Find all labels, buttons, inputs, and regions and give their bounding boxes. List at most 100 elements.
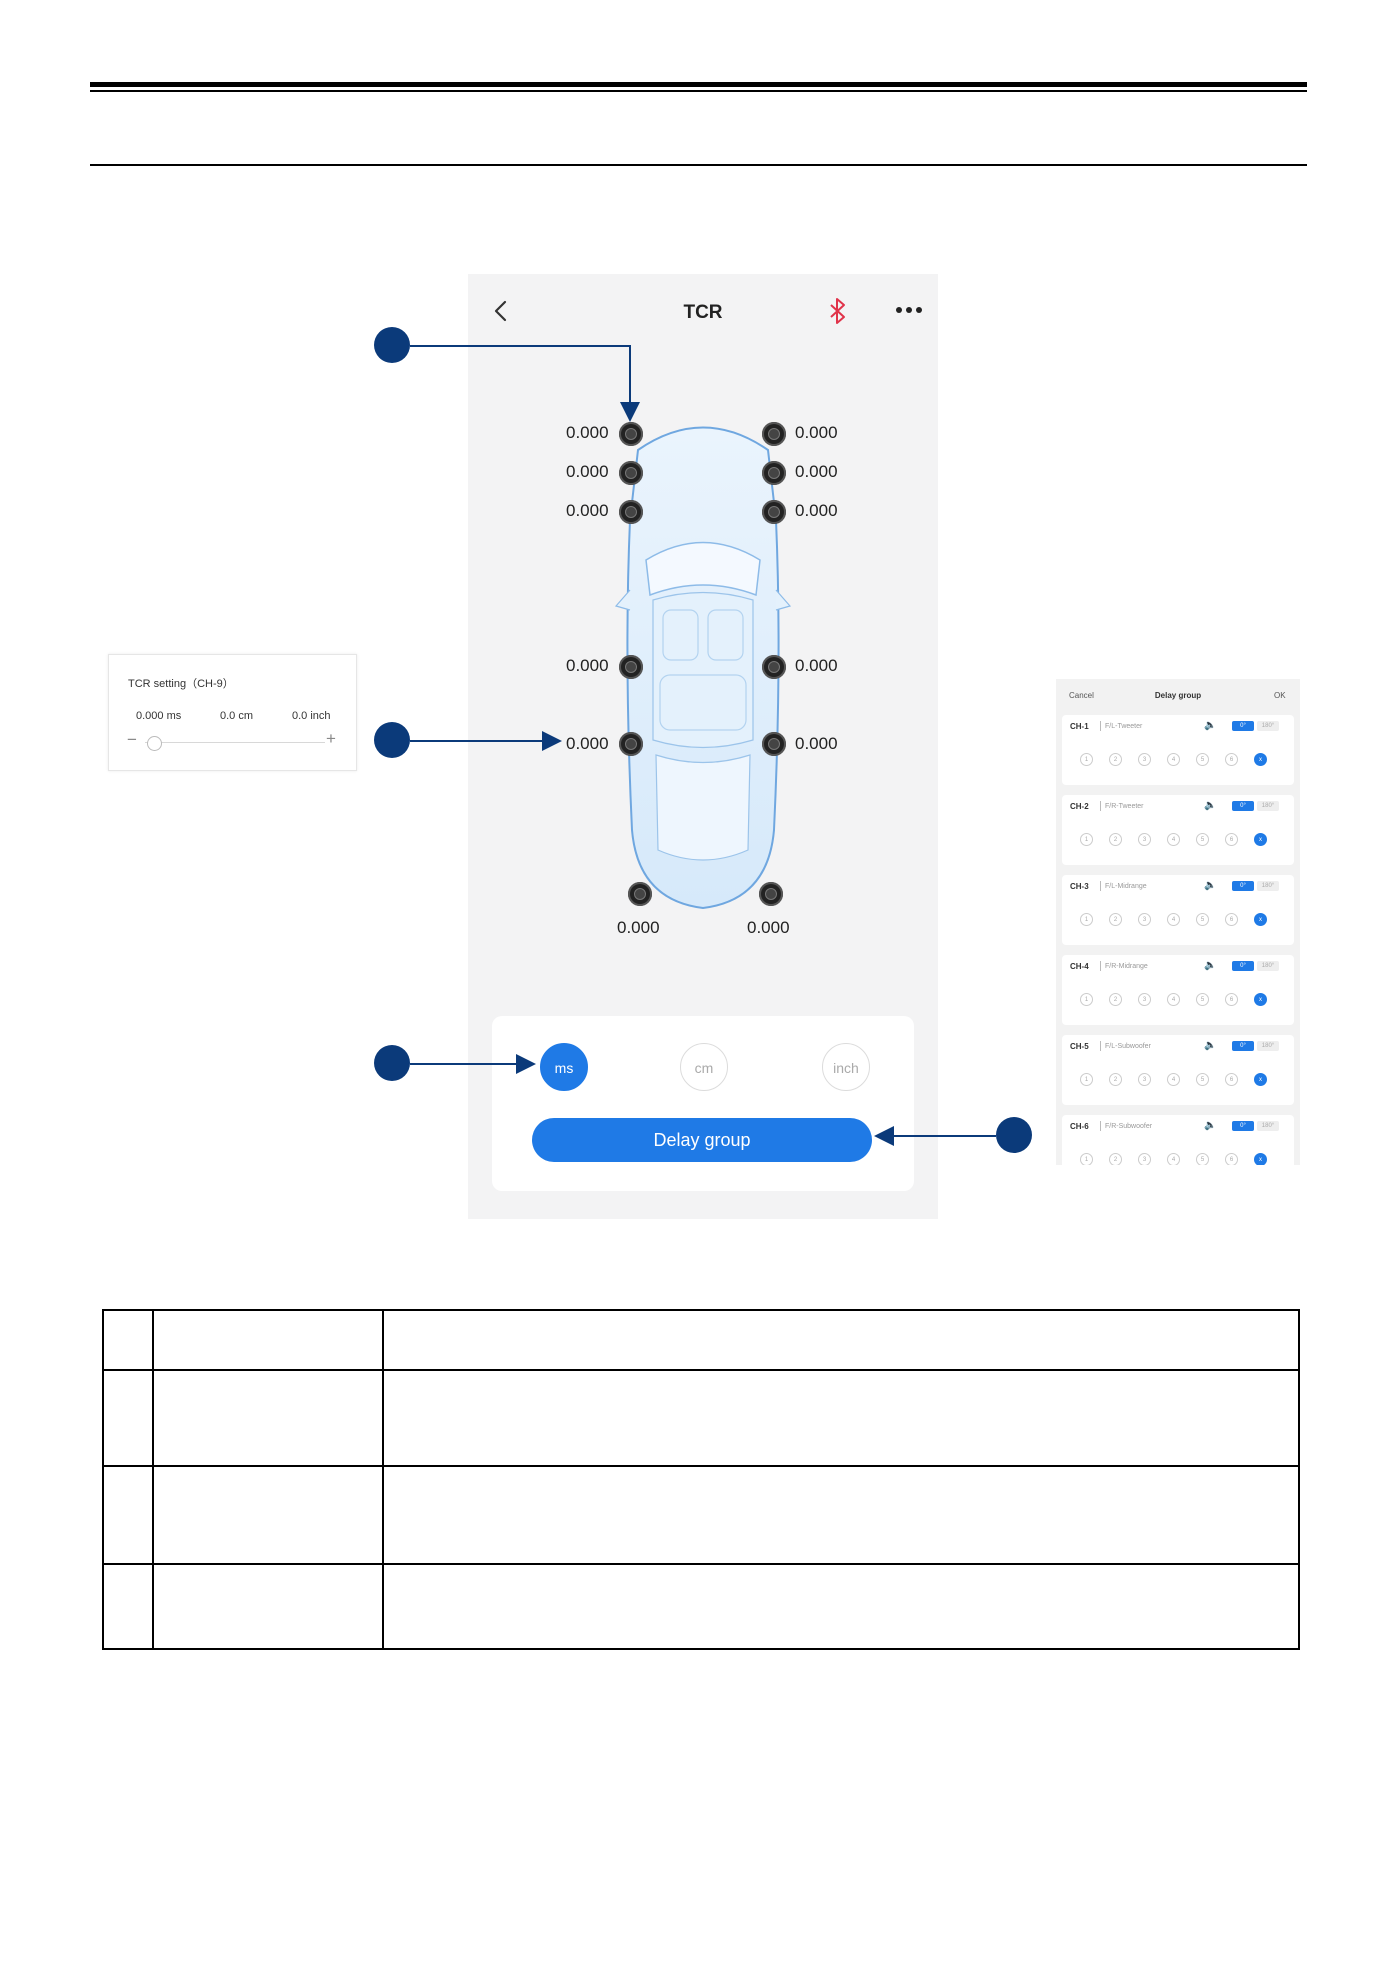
speaker-icon-left-1[interactable] xyxy=(619,422,643,446)
speaker-icon-left-3[interactable] xyxy=(619,500,643,524)
group-number-button[interactable]: 1 xyxy=(1080,833,1093,846)
unit-ms-button[interactable]: ms xyxy=(540,1043,588,1091)
speaker-icon-right-4[interactable] xyxy=(762,655,786,679)
tcr-setting-card: TCR setting（CH-9） 0.000 ms 0.0 cm 0.0 in… xyxy=(108,654,357,771)
phase-0-toggle[interactable]: 0° xyxy=(1232,961,1254,971)
phase-180-toggle[interactable]: 180° xyxy=(1257,881,1279,891)
group-number-button[interactable]: 4 xyxy=(1167,833,1180,846)
channel-name: F/L-Midrange xyxy=(1105,883,1147,890)
speaker-icon-left-2[interactable] xyxy=(619,461,643,485)
tcr-ms-value: 0.000 ms xyxy=(136,710,182,722)
group-number-button[interactable]: 5 xyxy=(1196,753,1209,766)
unit-inch-button[interactable]: inch xyxy=(822,1043,870,1091)
callout-marker-2 xyxy=(374,722,410,758)
group-number-button[interactable]: 2 xyxy=(1109,1073,1122,1086)
group-number-button[interactable]: 5 xyxy=(1196,1153,1209,1165)
group-number-button[interactable]: 5 xyxy=(1196,993,1209,1006)
group-number-button[interactable]: 4 xyxy=(1167,993,1180,1006)
group-number-button[interactable]: 3 xyxy=(1138,1153,1151,1165)
phase-0-toggle[interactable]: 0° xyxy=(1232,1121,1254,1131)
group-number-button[interactable]: x xyxy=(1254,1073,1267,1086)
speaker-volume-icon[interactable]: 🔈 xyxy=(1204,960,1217,971)
group-number-button[interactable]: 1 xyxy=(1080,753,1093,766)
slider-track[interactable] xyxy=(145,742,325,743)
phase-0-toggle[interactable]: 0° xyxy=(1232,801,1254,811)
group-number-button[interactable]: 3 xyxy=(1138,993,1151,1006)
group-number-button[interactable]: 6 xyxy=(1225,993,1238,1006)
group-number-button[interactable]: x xyxy=(1254,1153,1267,1165)
group-number-button[interactable]: x xyxy=(1254,913,1267,926)
phase-180-toggle[interactable]: 180° xyxy=(1257,801,1279,811)
slider-thumb[interactable] xyxy=(147,736,162,751)
speaker-icon-right-3[interactable] xyxy=(762,500,786,524)
group-number-button[interactable]: 1 xyxy=(1080,1153,1093,1165)
phase-180-toggle[interactable]: 180° xyxy=(1257,721,1279,731)
phase-0-toggle[interactable]: 0° xyxy=(1232,881,1254,891)
ok-button[interactable]: OK xyxy=(1274,691,1286,700)
speaker-value-left-5: 0.000 xyxy=(566,734,609,753)
cancel-button[interactable]: Cancel xyxy=(1069,691,1094,700)
bluetooth-icon[interactable] xyxy=(826,296,850,326)
group-number-button[interactable]: 3 xyxy=(1138,913,1151,926)
group-number-button[interactable]: 1 xyxy=(1080,913,1093,926)
speaker-volume-icon[interactable]: 🔈 xyxy=(1204,720,1217,731)
plus-button[interactable]: + xyxy=(326,729,336,748)
unit-cm-button[interactable]: cm xyxy=(680,1043,728,1091)
group-number-button[interactable]: 3 xyxy=(1138,833,1151,846)
group-number-button[interactable]: 4 xyxy=(1167,753,1180,766)
group-number-button[interactable]: 4 xyxy=(1167,1073,1180,1086)
phase-180-toggle[interactable]: 180° xyxy=(1257,961,1279,971)
divider xyxy=(1100,961,1101,971)
group-number-button[interactable]: 2 xyxy=(1109,833,1122,846)
delay-group-button[interactable]: Delay group xyxy=(532,1118,872,1162)
speaker-icon-left-5[interactable] xyxy=(619,732,643,756)
table-header-row xyxy=(102,1309,1300,1371)
group-number-button[interactable]: 6 xyxy=(1225,1153,1238,1165)
phase-0-toggle[interactable]: 0° xyxy=(1232,1041,1254,1051)
back-arrow-icon[interactable] xyxy=(486,296,516,326)
speaker-volume-icon[interactable]: 🔈 xyxy=(1204,880,1217,891)
speaker-volume-icon[interactable]: 🔈 xyxy=(1204,800,1217,811)
speaker-volume-icon[interactable]: 🔈 xyxy=(1204,1120,1217,1131)
subwoofer-value-right: 0.000 xyxy=(747,918,790,937)
speaker-volume-icon[interactable]: 🔈 xyxy=(1204,1040,1217,1051)
channel-name: F/R-Tweeter xyxy=(1105,803,1144,810)
group-number-button[interactable]: x xyxy=(1254,753,1267,766)
group-number-button[interactable]: 3 xyxy=(1138,1073,1151,1086)
more-options-icon[interactable] xyxy=(892,302,926,318)
group-number-button[interactable]: 2 xyxy=(1109,1153,1122,1165)
speaker-icon-right-5[interactable] xyxy=(762,732,786,756)
speaker-icon-right-1[interactable] xyxy=(762,422,786,446)
group-number-button[interactable]: 6 xyxy=(1225,1073,1238,1086)
group-number-button[interactable]: 5 xyxy=(1196,913,1209,926)
phase-0-toggle[interactable]: 0° xyxy=(1232,721,1254,731)
group-number-button[interactable]: 5 xyxy=(1196,833,1209,846)
phase-180-toggle[interactable]: 180° xyxy=(1257,1041,1279,1051)
group-number-button[interactable]: 1 xyxy=(1080,993,1093,1006)
table-cell xyxy=(102,1309,154,1371)
group-number-button[interactable]: 6 xyxy=(1225,753,1238,766)
group-number-button[interactable]: x xyxy=(1254,993,1267,1006)
tcr-cm-value: 0.0 cm xyxy=(220,710,254,722)
group-number-button[interactable]: 3 xyxy=(1138,753,1151,766)
group-number-button[interactable]: 4 xyxy=(1167,913,1180,926)
subwoofer-icon-right[interactable] xyxy=(759,882,783,906)
speaker-icon-left-4[interactable] xyxy=(619,655,643,679)
section-rule xyxy=(90,164,1307,166)
tcr-inch-value: 0.0 inch xyxy=(292,710,331,722)
group-number-button[interactable]: 2 xyxy=(1109,753,1122,766)
channel-label: CH-1 xyxy=(1070,722,1089,731)
group-number-button[interactable]: 5 xyxy=(1196,1073,1209,1086)
subwoofer-icon-left[interactable] xyxy=(628,882,652,906)
group-number-button[interactable]: 1 xyxy=(1080,1073,1093,1086)
group-number-button[interactable]: 6 xyxy=(1225,833,1238,846)
group-number-button[interactable]: 4 xyxy=(1167,1153,1180,1165)
group-number-button[interactable]: x xyxy=(1254,833,1267,846)
speaker-icon-right-2[interactable] xyxy=(762,461,786,485)
phase-180-toggle[interactable]: 180° xyxy=(1257,1121,1279,1131)
group-number-button[interactable]: 2 xyxy=(1109,993,1122,1006)
group-number-button[interactable]: 2 xyxy=(1109,913,1122,926)
callout-marker-1 xyxy=(374,327,410,363)
group-number-button[interactable]: 6 xyxy=(1225,913,1238,926)
minus-button[interactable]: − xyxy=(127,730,137,749)
